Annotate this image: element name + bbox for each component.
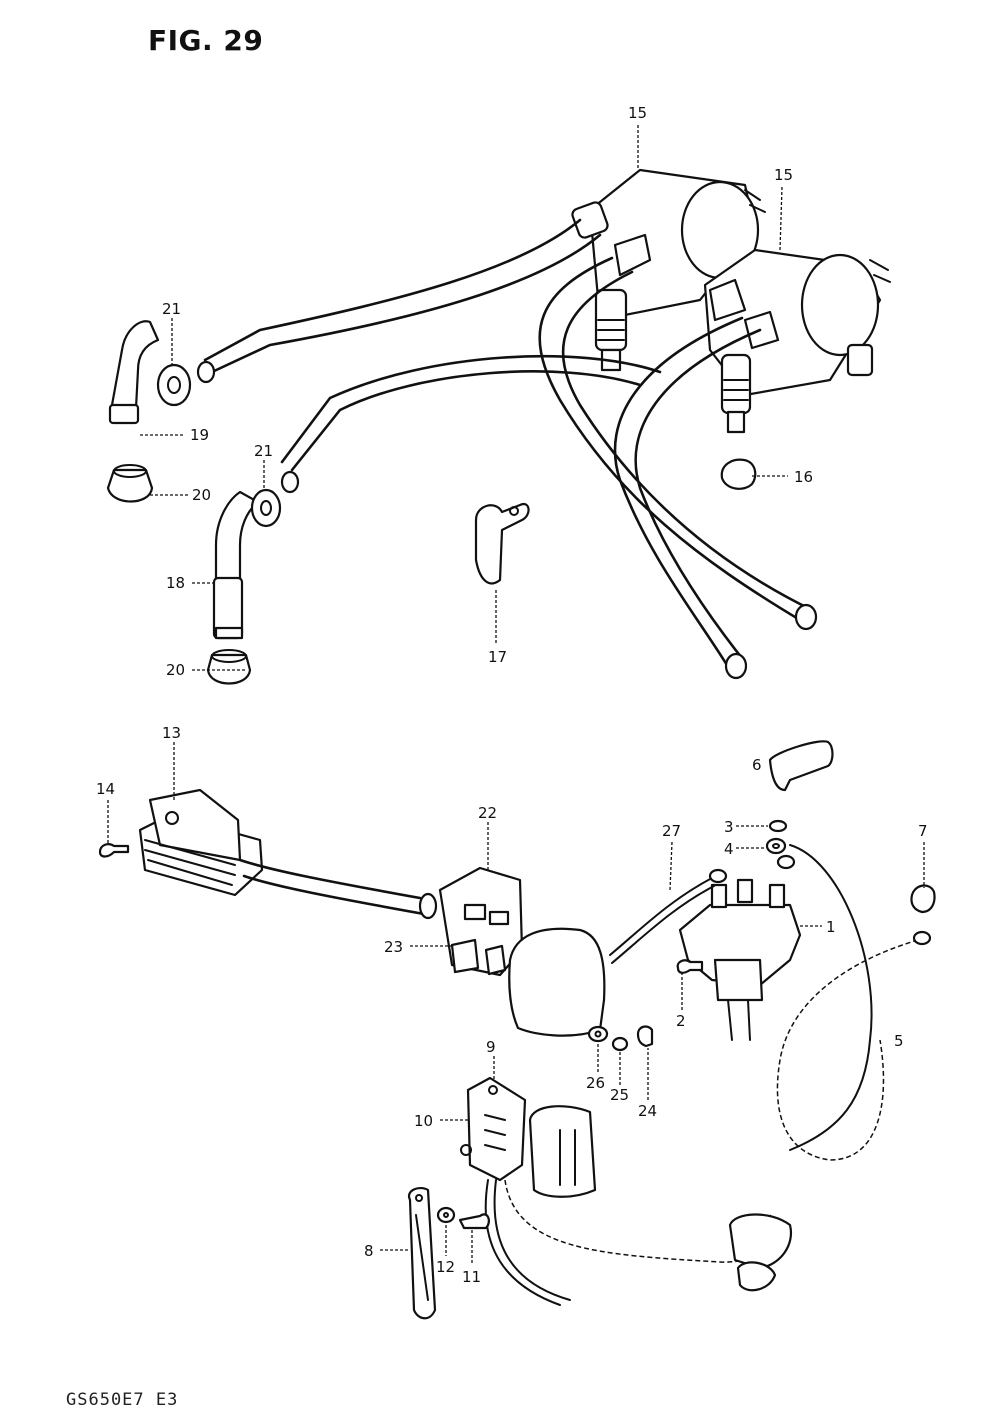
bolt-2 (676, 959, 704, 974)
starter-relay-1 (678, 878, 802, 1041)
bolt-11 (458, 1213, 490, 1230)
callout-1: 1 (826, 918, 836, 936)
callout-6: 6 (752, 756, 762, 774)
callout-5: 5 (894, 1032, 904, 1050)
washer-12 (436, 1206, 456, 1224)
battery-lead-5 (776, 844, 932, 1161)
regulator-rectifier-13 (138, 788, 438, 920)
callout-13: 13 (162, 724, 181, 742)
plug-cap-boot-20-lower (206, 649, 252, 685)
bolt-24 (636, 1025, 654, 1048)
callout-21-upper: 21 (162, 300, 181, 318)
spark-plug-cap-19 (108, 320, 160, 425)
callout-2: 2 (676, 1012, 686, 1030)
lead-wire-27 (609, 868, 728, 964)
callout-19: 19 (190, 426, 209, 444)
spark-plug-cap-18 (212, 490, 260, 640)
callout-11: 11 (462, 1268, 481, 1286)
callout-18: 18 (166, 574, 185, 592)
high-tension-leads (203, 218, 818, 680)
callout-3: 3 (724, 818, 734, 836)
washer-3 (768, 819, 788, 833)
bracket-8 (407, 1186, 437, 1320)
callout-23: 23 (384, 938, 403, 956)
nut-16 (720, 458, 757, 490)
fuse-box-cover (508, 927, 606, 1037)
seal-21-upper (156, 360, 216, 407)
callout-24: 24 (638, 1102, 657, 1120)
callout-17: 17 (488, 648, 507, 666)
callout-25: 25 (610, 1086, 629, 1104)
washer-25 (611, 1036, 629, 1052)
washer-4 (765, 837, 787, 855)
lead-clamp-17 (474, 502, 530, 585)
plug-cap-boot-20-upper (106, 464, 154, 503)
callout-20-lower: 20 (166, 661, 185, 679)
callout-21-lower: 21 (254, 442, 273, 460)
callout-15-front: 15 (774, 166, 793, 184)
seal-21-lower (250, 470, 300, 528)
callout-9: 9 (486, 1038, 496, 1056)
callout-22: 22 (478, 804, 497, 822)
callout-20-upper: 20 (192, 486, 211, 504)
callout-15-rear: 15 (628, 104, 647, 122)
callout-10: 10 (414, 1112, 433, 1130)
callout-7: 7 (918, 822, 928, 840)
callout-8: 8 (364, 1242, 374, 1260)
boot-7 (910, 884, 936, 914)
model-code-footer: GS650E7 E3 (66, 1390, 179, 1410)
callout-leaders (107, 125, 925, 1265)
washer-26 (587, 1025, 609, 1043)
figure-title: FIG. 29 (148, 24, 264, 57)
callout-14: 14 (96, 780, 115, 798)
relay-bracket-9 (460, 1076, 527, 1182)
callout-12: 12 (436, 1258, 455, 1276)
callout-4: 4 (724, 840, 734, 858)
callout-26: 26 (586, 1074, 605, 1092)
callout-numbers: 15 15 21 19 20 21 18 20 17 16 13 14 22 2… (96, 104, 928, 1286)
terminal-cap-6 (768, 740, 834, 792)
callout-16: 16 (794, 468, 813, 486)
callout-27: 27 (662, 822, 681, 840)
ignition-coil-front (703, 248, 891, 434)
relay-10 (528, 1105, 597, 1198)
relay-wiring (484, 1179, 793, 1306)
bolt-14 (98, 843, 130, 858)
